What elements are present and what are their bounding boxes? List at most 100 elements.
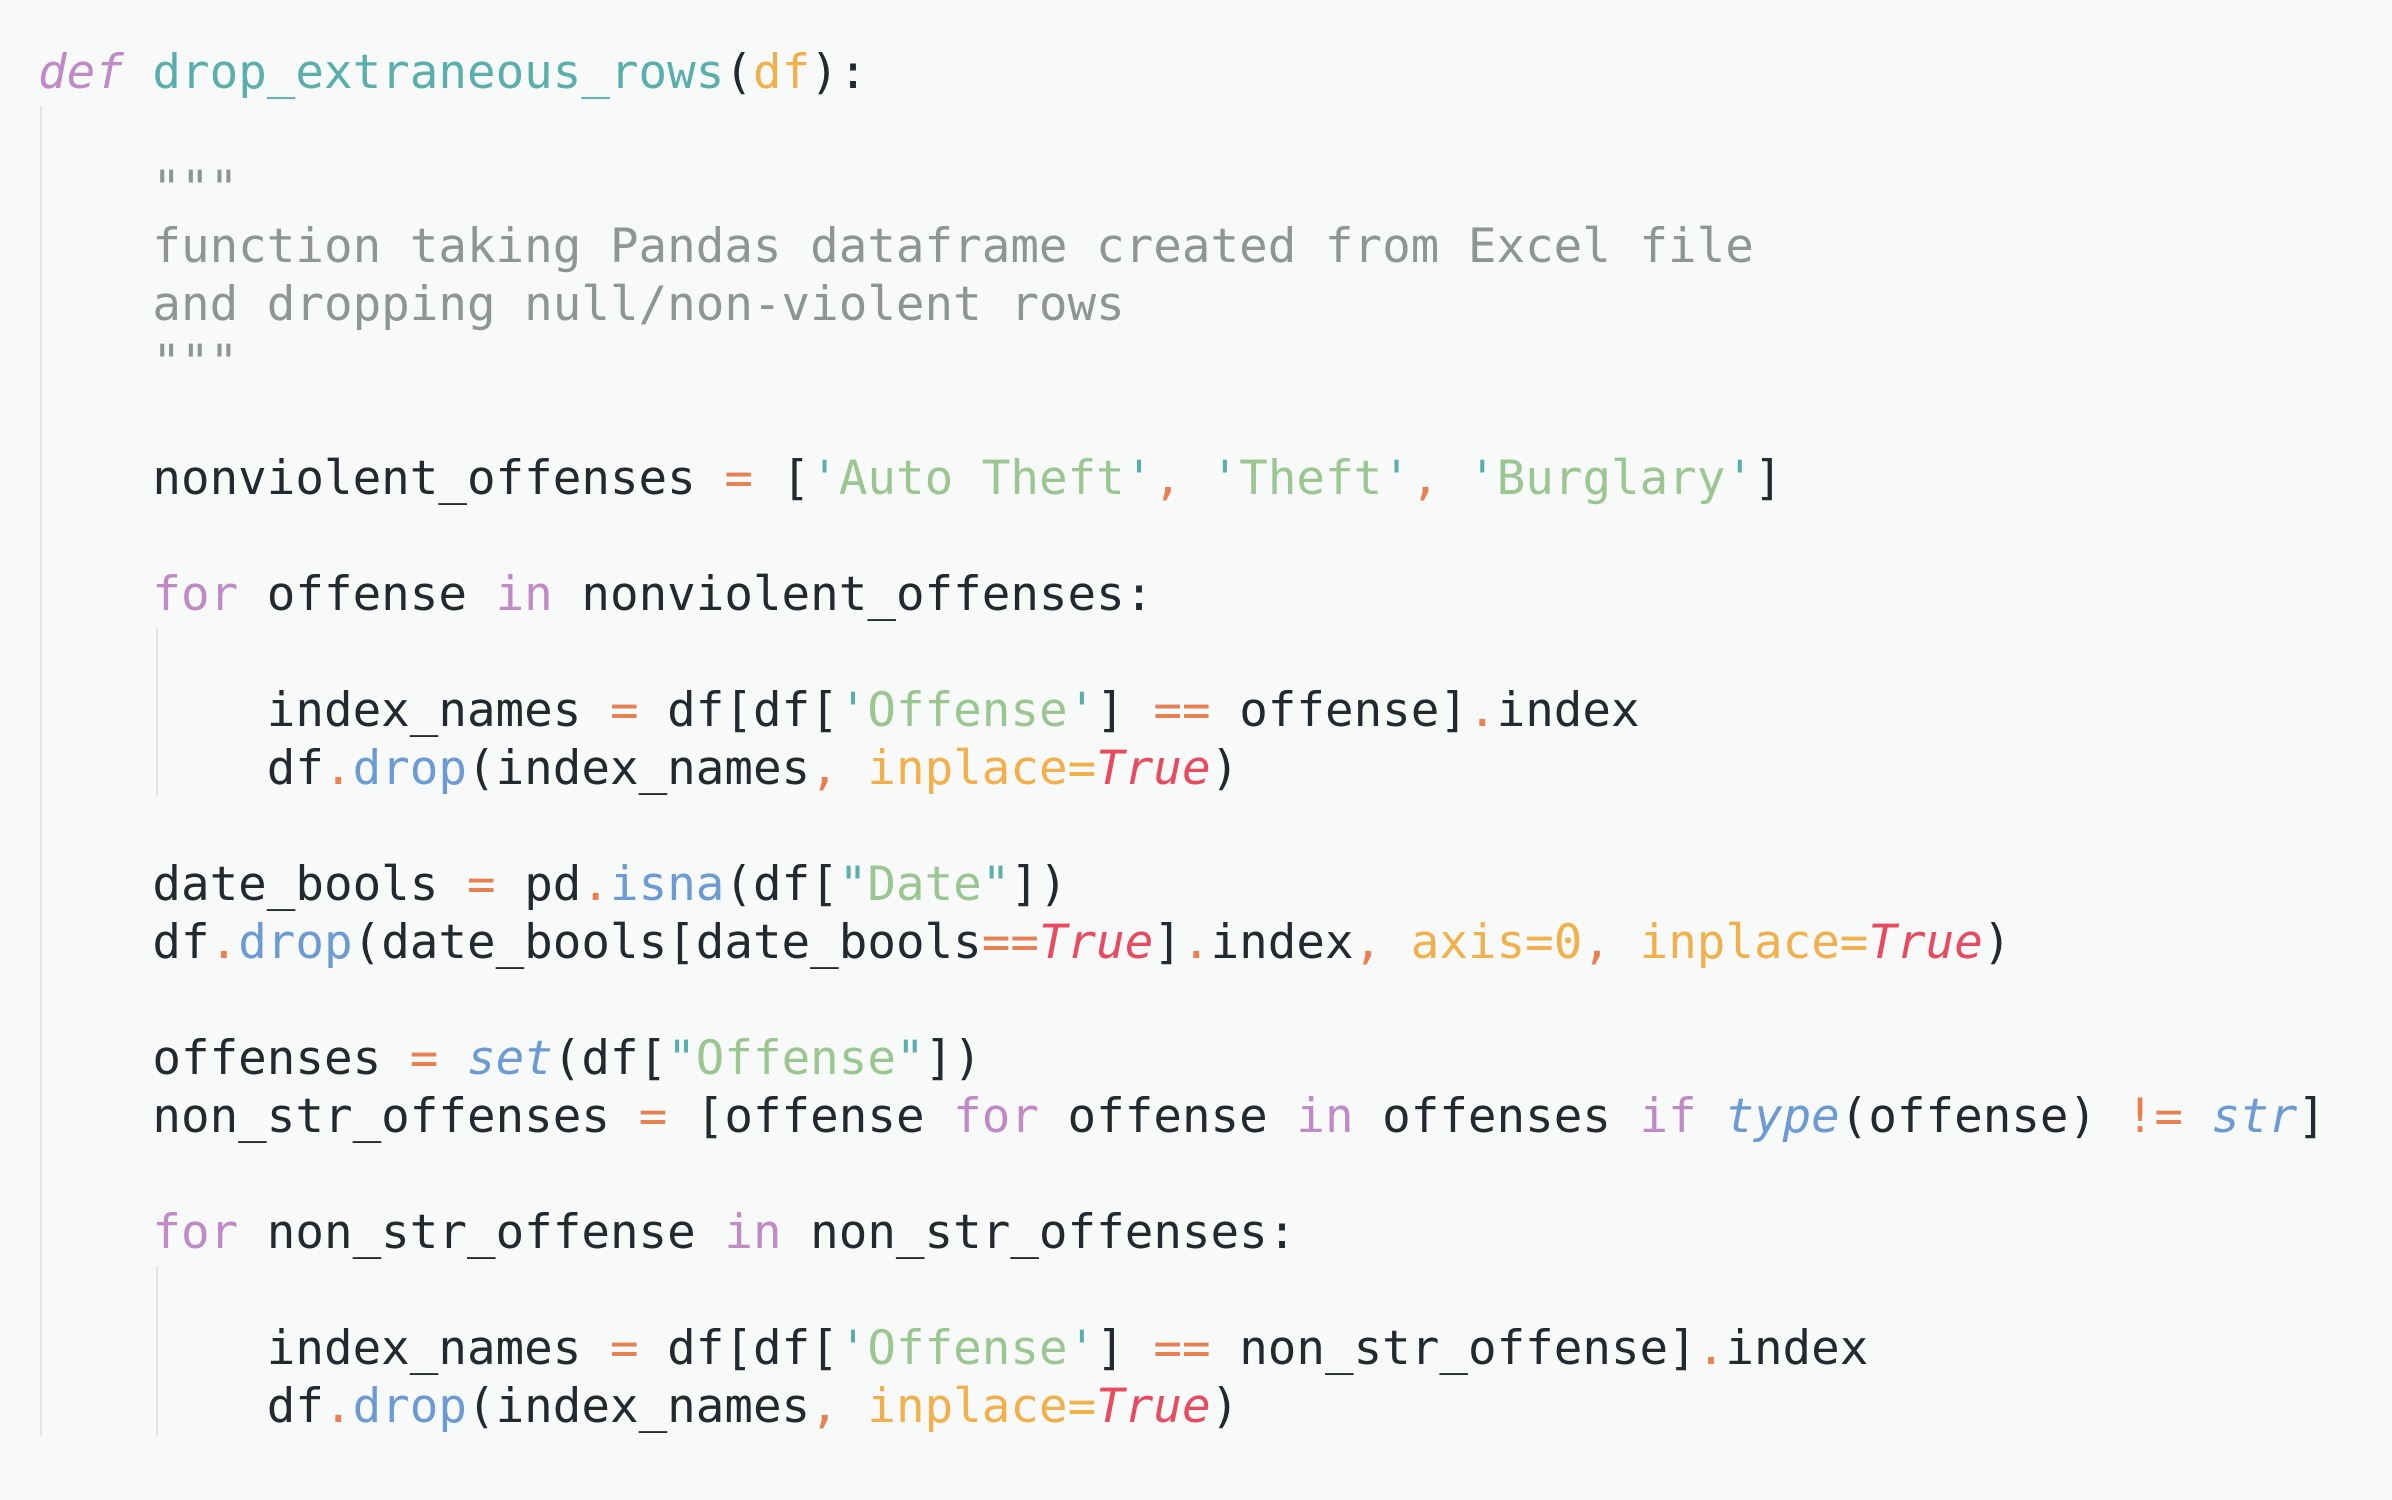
code-token-quote: ' <box>1210 451 1240 506</box>
code-text[interactable]: def drop_extraneous_rows(df): """ functi… <box>38 44 2326 1436</box>
code-token-builtin: str <box>2211 1089 2298 1144</box>
code-token-op: , <box>810 1379 839 1434</box>
code-token-funcname: drop_extraneous_rows <box>152 45 725 100</box>
code-token-kwarg: axis <box>1410 915 1526 970</box>
code-token-ident <box>839 1379 868 1434</box>
code-token-docstring: """ <box>152 161 239 216</box>
code-token-number: 0 <box>1553 915 1583 970</box>
code-token-kwarg: = <box>1525 915 1554 970</box>
code-token-op: == <box>1153 683 1211 738</box>
code-token-quote: ' <box>1468 451 1497 506</box>
code-token-ident <box>438 857 467 912</box>
code-token-ident: [offense <box>667 1089 954 1144</box>
code-token-ident <box>38 741 267 796</box>
indent-guide-second-for-loop <box>156 1266 158 1436</box>
indent-guide-first-for-loop <box>156 628 158 796</box>
code-token-ident: index <box>1725 1321 1869 1376</box>
code-line: for offense in nonviolent_offenses: <box>38 566 2326 624</box>
code-token-quote: ' <box>1067 1321 1097 1376</box>
code-token-ident <box>38 1089 152 1144</box>
code-token-op: = <box>409 1031 439 1086</box>
code-token-punct: ] <box>1754 451 1783 506</box>
code-token-keyword: in <box>724 1205 782 1260</box>
code-token-punct: ]) <box>924 1031 982 1086</box>
code-line: function taking Pandas dataframe created… <box>38 218 2326 276</box>
code-token-kwarg: = <box>1839 915 1869 970</box>
code-token-ident: (offense) <box>1839 1089 2126 1144</box>
code-token-quote: ' <box>1382 451 1411 506</box>
code-token-docstring: function taking Pandas dataframe created… <box>152 219 1754 274</box>
code-token-punct: ) <box>1210 1379 1240 1434</box>
code-token-punct: ] <box>1096 1321 1125 1376</box>
code-token-op: , <box>1582 915 1611 970</box>
code-line <box>38 1262 2326 1320</box>
code-line <box>38 1146 2326 1204</box>
code-token-quote: ' <box>838 1321 868 1376</box>
code-token-ident: non_str_offense <box>238 1205 725 1260</box>
code-token-op: , <box>1353 915 1383 970</box>
code-token-ident <box>438 1031 467 1086</box>
code-token-op: = <box>638 1089 668 1144</box>
code-line: df.drop(date_bools[date_bools==True].ind… <box>38 914 2326 972</box>
code-line: def drop_extraneous_rows(df): <box>38 44 2326 102</box>
code-token-kwarg: inplace <box>1639 915 1840 970</box>
code-line <box>38 102 2326 160</box>
code-token-ident <box>1125 683 1154 738</box>
code-token-op: . <box>209 915 239 970</box>
code-line <box>38 798 2326 856</box>
indent-guide-function-body <box>40 106 42 1436</box>
code-token-docstring: """ <box>152 335 239 390</box>
code-token-const: True <box>1096 741 1211 796</box>
code-token-kwarg: = <box>1067 741 1097 796</box>
code-token-kwarg: inplace <box>867 1379 1068 1434</box>
code-token-ident: df[df[ <box>638 683 839 738</box>
code-token-string: Auto Theft <box>838 451 1125 506</box>
code-token-quote: ' <box>1124 451 1154 506</box>
code-token-quote: ' <box>810 451 839 506</box>
code-token-ident <box>581 683 610 738</box>
code-token-quote: " <box>895 1031 925 1086</box>
code-token-ident: (index_names <box>466 1379 811 1434</box>
code-token-ident: nonviolent_offenses: <box>552 567 1154 622</box>
code-token-quote: ' <box>1725 451 1755 506</box>
code-token-ident: offenses <box>1353 1089 1640 1144</box>
code-token-ident: non_str_offenses <box>152 1089 610 1144</box>
code-token-op: == <box>1153 1321 1211 1376</box>
code-token-op: == <box>981 915 1039 970</box>
code-token-builtin: type <box>1725 1089 1840 1144</box>
code-token-method: drop <box>238 915 353 970</box>
code-token-punct: ] <box>1096 683 1125 738</box>
code-token-ident <box>38 1379 267 1434</box>
code-token-quote: ' <box>838 683 868 738</box>
code-token-param: df <box>752 45 811 100</box>
code-token-op: . <box>1467 683 1497 738</box>
code-token-docstring: and dropping null/non-violent rows <box>152 277 1125 332</box>
code-token-op: != <box>2125 1089 2183 1144</box>
code-token-keyword: for <box>152 1205 239 1260</box>
code-token-ident: offense] <box>1210 683 1468 738</box>
code-token-ident: non_str_offense] <box>1210 1321 1697 1376</box>
code-token-ident: (df[ <box>724 857 839 912</box>
code-token-ident: df[df[ <box>638 1321 839 1376</box>
code-token-quote: " <box>667 1031 696 1086</box>
code-line <box>38 972 2326 1030</box>
code-token-op: . <box>1181 915 1211 970</box>
code-token-ident <box>38 567 152 622</box>
code-token-ident: pd <box>495 857 582 912</box>
code-token-op: , <box>810 741 839 796</box>
code-token-ident <box>38 1321 267 1376</box>
code-token-ident <box>610 1089 639 1144</box>
code-token-ident <box>1439 451 1468 506</box>
code-token-def: def <box>38 45 124 100</box>
code-token-ident <box>2183 1089 2212 1144</box>
code-token-string: Date <box>867 857 982 912</box>
code-token-const: True <box>1038 915 1154 970</box>
code-token-keyword: if <box>1639 1089 1697 1144</box>
code-token-punct: ] <box>2297 1089 2326 1144</box>
code-token-op: = <box>466 857 496 912</box>
code-token-ident <box>1611 915 1640 970</box>
code-token-punct: ): <box>810 45 868 100</box>
code-token-method: drop <box>352 1379 467 1434</box>
code-token-string: Burglary <box>1496 451 1726 506</box>
